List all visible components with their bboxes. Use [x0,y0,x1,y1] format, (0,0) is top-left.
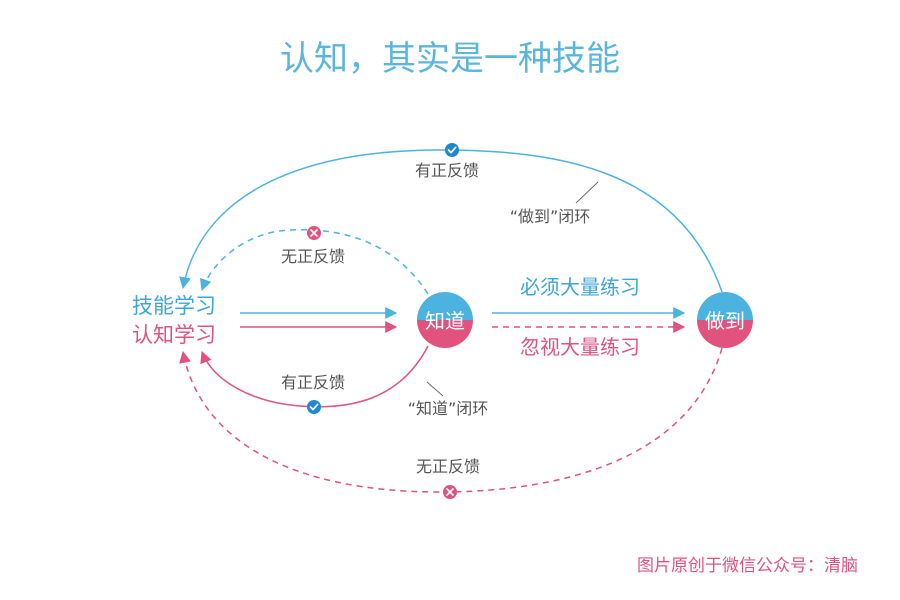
no-feedback-top-label: 无正反馈 [281,247,345,266]
knowing-loop-arc [200,345,429,408]
doing-loop-label: “做到”闭环 [510,207,591,226]
no-feedback-upper-arc [199,228,429,295]
footer-credit: 图片原创于微信公众号：清脑 [637,556,858,576]
doing-loop-pointer [575,181,599,204]
knowing-node: 知道 [417,292,473,348]
doing-loop-arc [179,149,723,293]
doing-node: 做到 [697,292,753,348]
knowing-node-label: 知道 [425,309,465,333]
positive-feedback-mid-label: 有正反馈 [281,373,345,392]
must-practice-label: 必须大量练习 [520,275,640,299]
ignore-practice-label: 忽视大量练习 [520,335,640,359]
check-icon [445,143,459,157]
positive-feedback-top-label: 有正反馈 [415,161,479,180]
check-icon [307,400,321,414]
no-feedback-bottom-label: 无正反馈 [416,457,480,476]
page-title: 认知，其实是一种技能 [280,39,620,79]
cognitive-learning-label: 认知学习 [132,323,216,347]
knowing-loop-label: “知道”闭环 [408,399,489,418]
no-feedback-lower-arc [179,347,723,493]
doing-node-label: 做到 [705,309,745,333]
cross-icon [443,485,457,499]
knowing-loop-pointer [426,381,444,397]
cross-icon [307,226,321,240]
skill-learning-label: 技能学习 [132,294,216,318]
